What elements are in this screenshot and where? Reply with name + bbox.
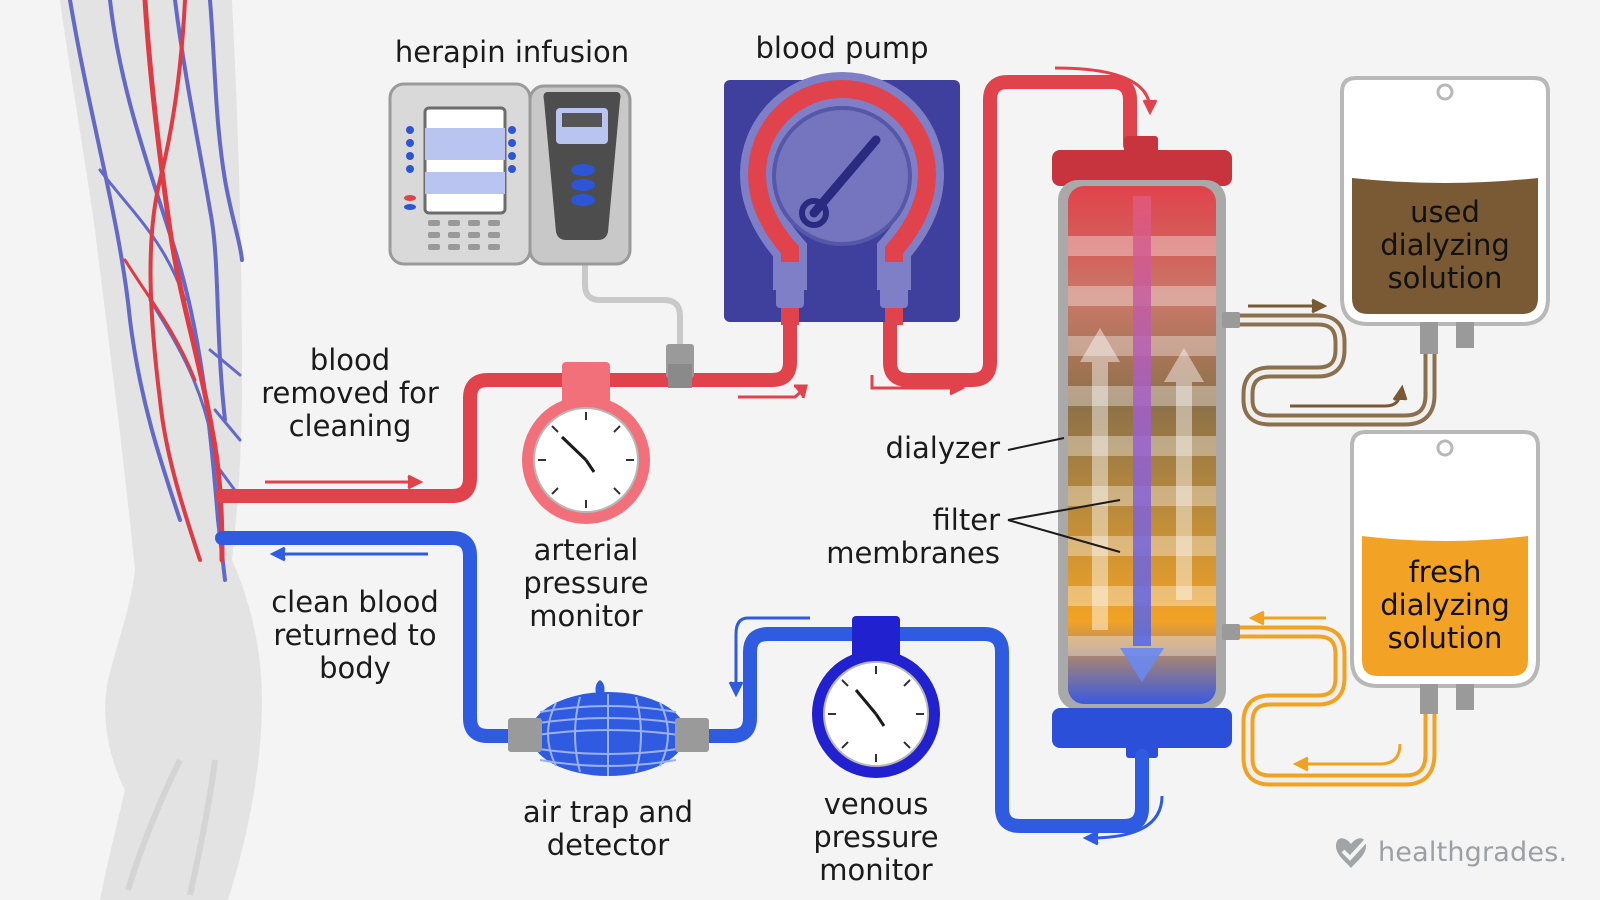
arterial-line xyxy=(215,75,1137,503)
arterial-line-2: pressure xyxy=(523,566,649,600)
fresh-line-2: dialyzing xyxy=(1380,588,1510,622)
blood-pump xyxy=(724,72,960,325)
fresh-dialysate-line xyxy=(1223,625,1437,787)
heparin-pump-icon xyxy=(388,82,632,266)
heparin-label: herapin infusion xyxy=(394,35,630,69)
used-line-1: used xyxy=(1410,195,1480,229)
used-flow-arrows xyxy=(1248,298,1408,408)
venous-line-3: monitor xyxy=(819,853,933,887)
arterial-line-1: arterial xyxy=(533,533,639,567)
air-trap-label: air trap and detector xyxy=(498,796,718,862)
dialyzer xyxy=(1052,136,1232,758)
used-dialysate-line xyxy=(1223,313,1437,427)
blood-pump-label: blood pump xyxy=(755,31,929,65)
venous-line-1: venous xyxy=(823,787,929,821)
clean-blood-line-2: returned to xyxy=(273,618,437,652)
fresh-solution-label: fresh dialyzing solution xyxy=(1350,556,1540,655)
clean-blood-label: clean blood returned to body xyxy=(250,586,460,685)
used-dialysate-bag xyxy=(1340,76,1550,354)
venous-flow-arrows xyxy=(269,546,1164,846)
filter-line-1: filter xyxy=(932,503,1000,537)
dialyzer-label: dialyzer xyxy=(885,431,1000,465)
venous-line-2: pressure xyxy=(813,820,939,854)
fresh-flow-arrows xyxy=(1248,610,1402,772)
filter-line-2: membranes xyxy=(826,536,1000,570)
arm-silhouette xyxy=(60,0,262,900)
fresh-dialysate-bag xyxy=(1350,430,1540,714)
used-line-2: dialyzing xyxy=(1380,228,1510,262)
venous-gauge-icon xyxy=(812,616,940,778)
venous-monitor-label: venous pressure monitor xyxy=(776,788,976,887)
air-trap-line-2: detector xyxy=(546,828,670,862)
heparin-line xyxy=(582,245,683,350)
dialyzer-ports xyxy=(1222,312,1240,640)
arm-arteries xyxy=(123,0,225,563)
arterial-flow-arrows xyxy=(265,66,1158,490)
heart-check-icon xyxy=(1336,832,1374,868)
blood-removed-line-1: blood xyxy=(309,343,391,377)
leader-lines xyxy=(1007,437,1121,553)
healthgrades-logo: healthgrades. xyxy=(1338,832,1567,872)
arterial-line-3: monitor xyxy=(529,599,643,633)
logo-text: healthgrades. xyxy=(1378,836,1568,868)
fresh-line-1: fresh xyxy=(1408,555,1482,589)
air-trap xyxy=(508,680,709,776)
blood-removed-line-3: cleaning xyxy=(288,409,412,443)
used-solution-label: used dialyzing solution xyxy=(1350,196,1540,295)
blood-removed-line-2: removed for xyxy=(261,376,439,410)
fresh-line-3: solution xyxy=(1387,621,1503,655)
used-line-3: solution xyxy=(1387,261,1503,295)
heparin-connector xyxy=(666,344,694,388)
air-trap-line-1: air trap and xyxy=(522,795,694,829)
arterial-monitor-label: arterial pressure monitor xyxy=(486,534,686,633)
filter-membranes-label: filter membranes xyxy=(800,504,1000,570)
clean-blood-line-1: clean blood xyxy=(271,585,439,619)
venous-line xyxy=(215,531,1149,833)
arterial-gauge-icon xyxy=(522,362,650,524)
blood-removed-label: blood removed for cleaning xyxy=(250,344,450,443)
clean-blood-line-3: body xyxy=(319,651,391,685)
